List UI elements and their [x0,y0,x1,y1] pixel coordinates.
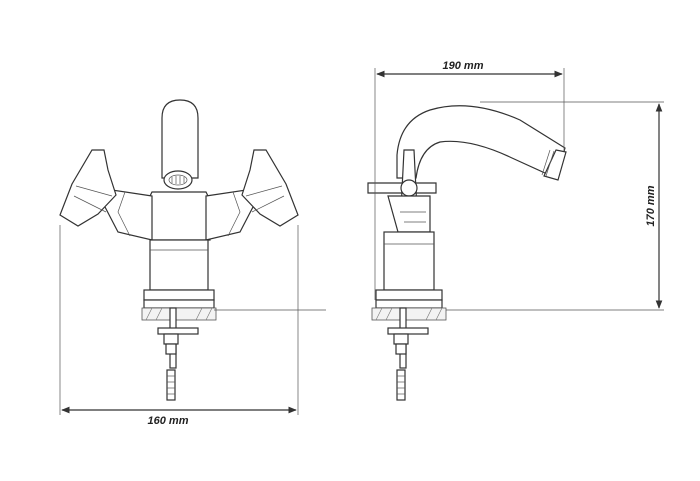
dimension-width-front: 160 mm [59,225,326,427]
dimension-height-side: 170 mm [446,101,664,311]
dimension-label-160: 160 mm [148,415,189,427]
dimension-label-190: 190 mm [443,60,484,72]
front-view [59,99,299,401]
dimension-label-170: 170 mm [645,185,657,226]
dimension-width-side: 190 mm [374,60,565,300]
side-view [367,105,567,401]
